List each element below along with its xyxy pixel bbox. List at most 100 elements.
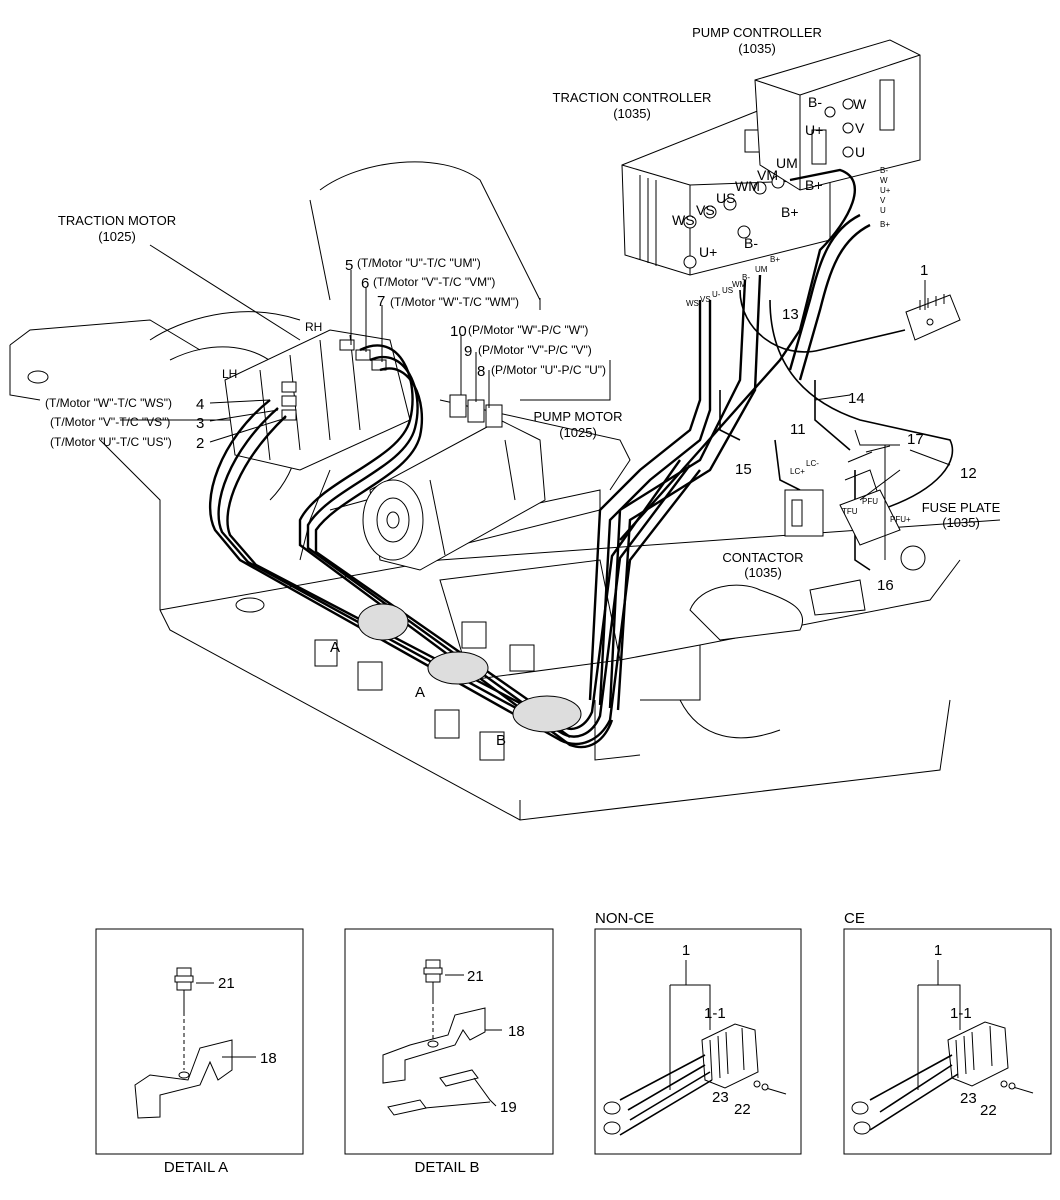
svg-text:WM: WM [732,280,747,289]
svg-text:U+: U+ [880,186,891,195]
leader-lines [120,244,951,560]
detail-a-panel: 21 18 DETAIL A [95,928,304,1176]
non-ce-header: NON-CE [595,910,654,927]
ref-12: 12 [960,465,977,482]
traction-motor-label: TRACTION MOTOR [58,213,176,228]
non-ce-screw [753,1080,787,1095]
cable-tags-left: WS VS U- US WM B- UM B+ [686,255,780,308]
pump-controller-ref: (1035) [738,41,776,56]
svg-text:V: V [855,120,865,136]
svg-text:PFU+: PFU+ [890,515,911,524]
pump-controller-label: PUMP CONTROLLER [692,25,822,40]
detail-a-bracket [134,1039,233,1119]
svg-text:B-: B- [880,166,888,175]
fuse-plate-tags: LC+ LC- TFU PFU PFU+ [790,459,911,524]
svg-text:(T/Motor "W"-T/C "WS"): (T/Motor "W"-T/C "WS") [45,396,172,410]
non-ce-ref-23: 23 [712,1089,729,1106]
ref-15: 15 [735,461,752,478]
detail-b-ref-18: 18 [508,1023,525,1040]
detail-a-ref-21: 21 [218,975,235,992]
svg-text:B-: B- [742,273,750,282]
callout-2: (T/Motor "U"-T/C "US") 2 [50,435,204,452]
svg-text:B-: B- [808,94,822,110]
ref-11: 11 [790,421,806,438]
svg-text:U-: U- [712,290,721,299]
callout-7: 7 (T/Motor "W"-T/C "WM") [377,293,519,310]
detail-b-ref-21: 21 [467,968,484,985]
detail-b-bracket [382,1007,486,1084]
svg-text:(T/Motor "U"-T/C "US"): (T/Motor "U"-T/C "US") [50,435,172,449]
svg-text:8: 8 [477,363,485,380]
callout-8: 8 (P/Motor "U"-P/C "U") [477,363,606,380]
svg-text:(P/Motor "U"-P/C "U"): (P/Motor "U"-P/C "U") [491,363,606,377]
svg-text:U+: U+ [805,122,823,138]
svg-text:(P/Motor "W"-P/C "W"): (P/Motor "W"-P/C "W") [468,323,588,337]
callout-4: (T/Motor "W"-T/C "WS") 4 [45,396,204,413]
contactor-label: CONTACTOR [722,550,803,565]
svg-text:U: U [855,144,865,160]
detail-b-pads [387,1069,479,1116]
cable-harness [208,168,954,749]
callout-5: 5 (T/Motor "U"-T/C "UM") [345,256,481,274]
fuse-plate-ref: (1035) [942,515,980,530]
svg-text:LC+: LC+ [790,467,805,476]
detail-b-panel: 21 18 19 DETAIL B [344,928,554,1176]
battery-connector [905,294,961,341]
detail-a-caption: DETAIL A [164,1159,228,1176]
svg-text:(P/Motor "V"-P/C "V"): (P/Motor "V"-P/C "V") [478,343,592,357]
detail-b-bolt [423,959,443,1040]
svg-text:5: 5 [345,257,353,274]
callout-3: (T/Motor "V"-T/C "VS") 3 [50,415,204,432]
pump-motor [362,394,546,571]
svg-text:9: 9 [464,343,472,360]
svg-text:TFU: TFU [842,507,858,516]
svg-text:UM: UM [755,265,768,274]
ce-header: CE [844,910,865,927]
contactor-ref: (1035) [744,565,782,580]
detail-b-ref-19: 19 [500,1099,517,1116]
non-ce-panel: NON-CE 1 1-1 23 22 [594,910,802,1155]
section-marker-b: B [496,732,506,749]
svg-text:VS: VS [700,295,711,304]
fuse-plate-label: FUSE PLATE [922,500,1001,515]
callout-6: 6 (T/Motor "V"-T/C "VM") [361,275,495,292]
svg-text:(T/Motor "V"-T/C "VM"): (T/Motor "V"-T/C "VM") [373,275,495,289]
svg-text:(T/Motor "V"-T/C "VS"): (T/Motor "V"-T/C "VS") [50,415,170,429]
non-ce-ref-1: 1 [682,942,690,959]
svg-text:PFU: PFU [862,497,878,506]
section-marker-a2: A [415,684,425,701]
ce-panel: CE 1 1-1 23 22 [843,910,1052,1155]
svg-text:2: 2 [196,435,204,452]
svg-text:W: W [853,96,867,112]
lh-label: LH [222,367,237,381]
svg-text:B+: B+ [805,177,823,193]
ce-ref-23: 23 [960,1090,977,1107]
section-ovals [357,603,582,733]
svg-text:(T/Motor "U"-T/C "UM"): (T/Motor "U"-T/C "UM") [357,256,481,270]
traction-motor-ref: (1025) [98,229,136,244]
svg-text:B+: B+ [781,204,799,220]
svg-text:LC-: LC- [806,459,819,468]
svg-text:7: 7 [377,293,385,310]
ref-13: 13 [782,306,799,323]
svg-text:(T/Motor "W"-T/C "WM"): (T/Motor "W"-T/C "WM") [390,295,519,309]
ce-cables [851,1054,959,1135]
svg-text:U+: U+ [699,244,717,260]
ce-ref-22: 22 [980,1102,997,1119]
svg-text:U: U [880,206,886,215]
svg-text:3: 3 [196,415,204,432]
svg-text:4: 4 [196,396,204,413]
pump-motor-label: PUMP MOTOR [533,409,622,424]
non-ce-cables [603,1054,713,1136]
ref-14: 14 [848,390,865,407]
svg-text:WM: WM [735,178,760,194]
ce-ref-1-1: 1-1 [950,1005,972,1022]
svg-text:B+: B+ [880,220,890,229]
svg-text:UM: UM [776,155,798,171]
detail-a-ref-18: 18 [260,1050,277,1067]
traction-controller-terminals: WS VS US WM VM UM B+ B+ B- U+ [672,155,823,260]
cable-tags-right: B- W U+ V U B+ [880,166,891,229]
detail-a-bolt [174,967,194,1070]
ref-17: 17 [907,431,924,448]
